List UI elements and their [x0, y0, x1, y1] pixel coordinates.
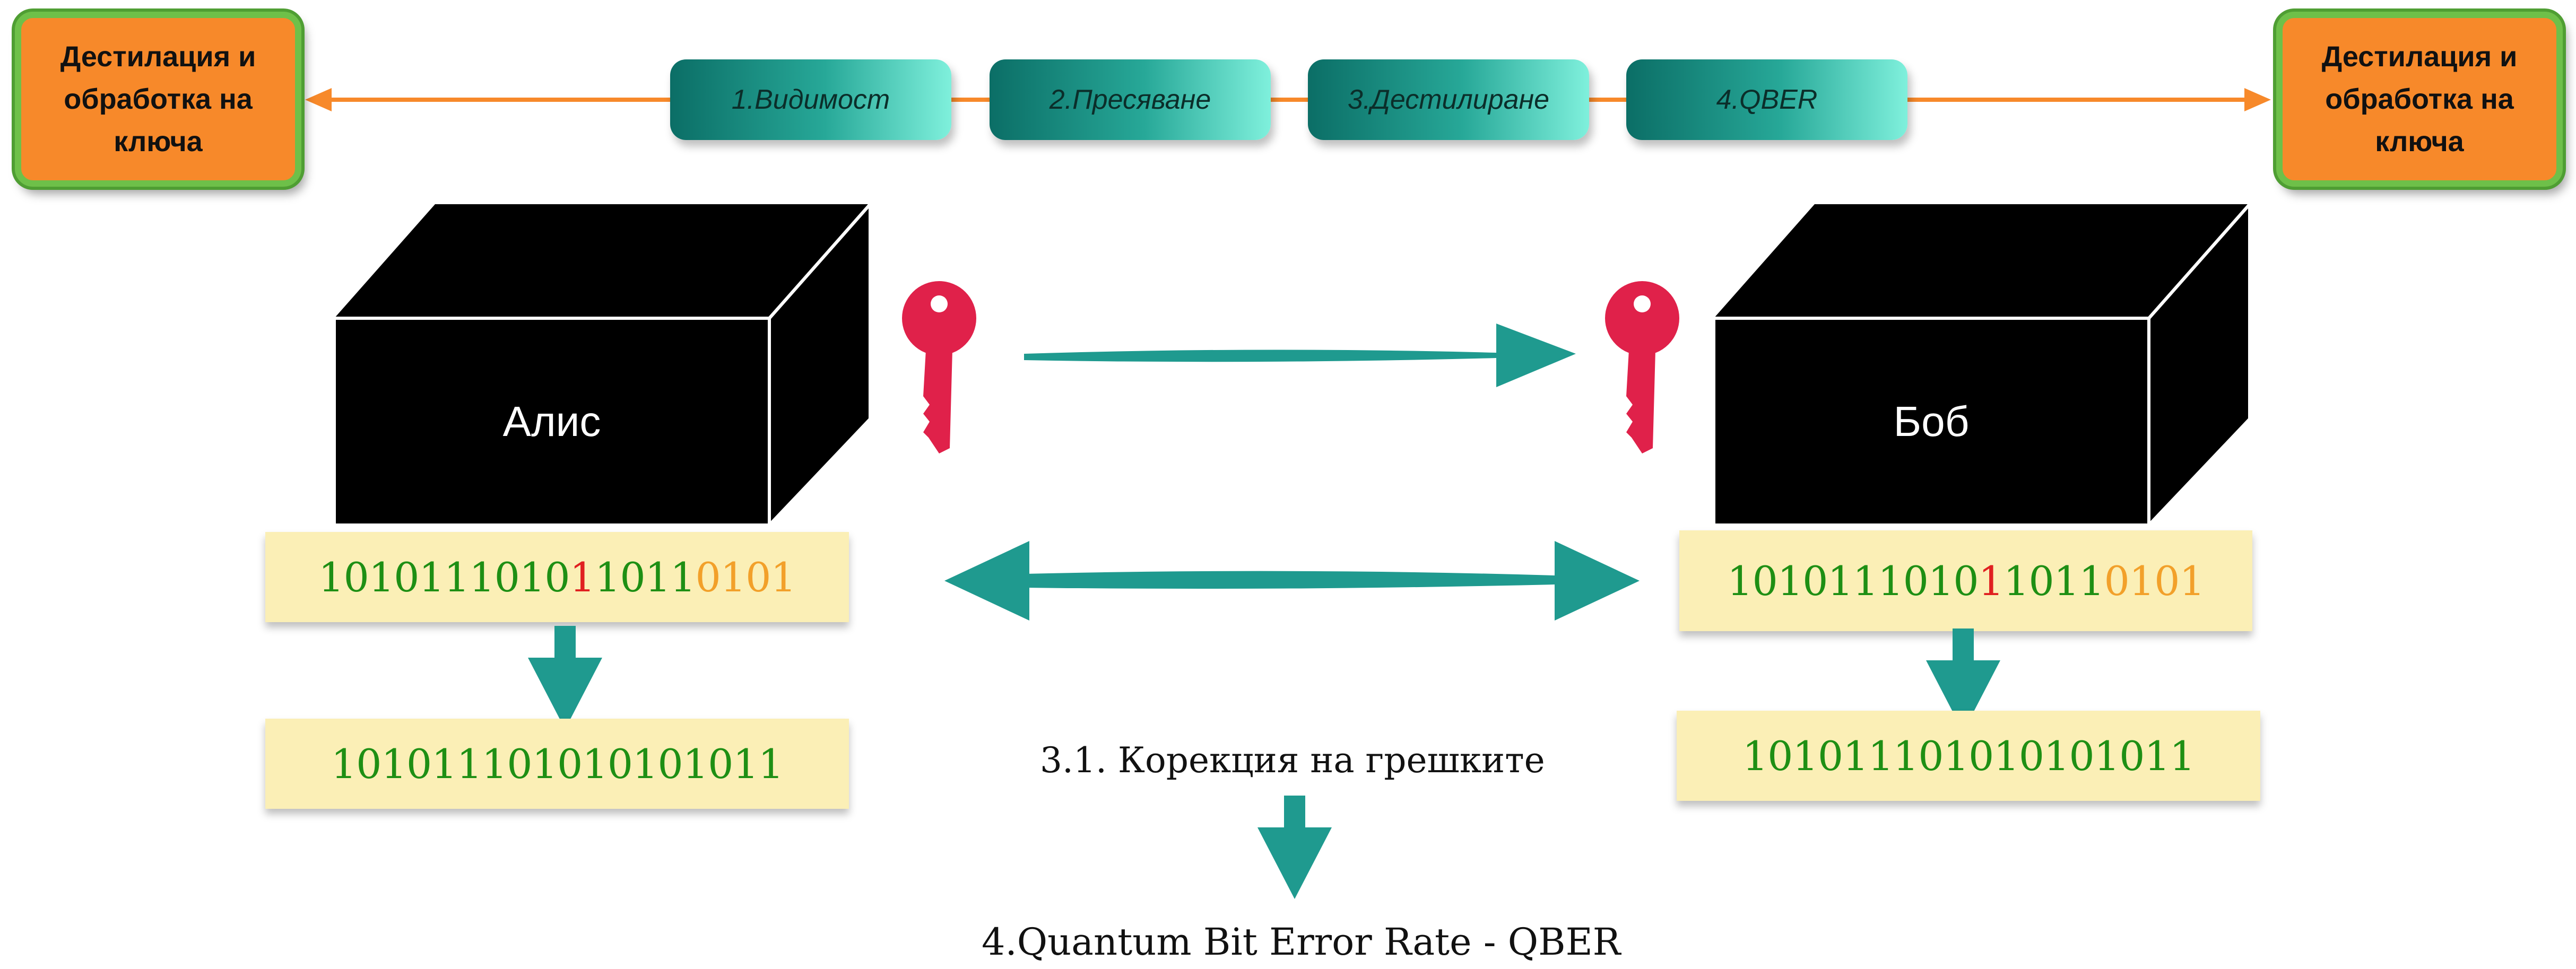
step-visibility: 1.Видимост — [670, 59, 951, 140]
arrow-down-icon — [528, 626, 602, 729]
bob-bits-green: 1010111010 — [1727, 557, 1979, 605]
error-correction-label: 3.1. Корекция на грешките — [1040, 740, 1545, 781]
bob-bits-orange: 0101 — [2104, 557, 2205, 605]
bob-bits-error: 1 — [1978, 557, 2004, 605]
double-arrow-icon — [944, 541, 1640, 621]
step-sifting-label: 2.Пресяване — [1049, 84, 1211, 115]
left-box-line-3: ключа — [114, 126, 203, 158]
arrow-down-icon — [1926, 628, 2000, 732]
step-qber: 4.QBER — [1626, 59, 1907, 140]
bob-label: Боб — [1893, 398, 1970, 445]
alice-bits-orange: 0101 — [695, 553, 796, 601]
right-box-line-3: ключа — [2375, 126, 2464, 158]
bob-box — [1712, 200, 2251, 529]
alice-box — [333, 200, 872, 529]
qber-label: 4.Quantum Bit Error Rate - QBER — [982, 920, 1621, 964]
step-distilling-label: 3.Дестилиране — [1347, 84, 1550, 115]
bob-corrected-bits: 101011101010101011 — [1677, 711, 2260, 801]
key-icon — [902, 281, 976, 453]
step-qber-label: 4.QBER — [1716, 84, 1818, 115]
step-sifting: 2.Пресяване — [990, 59, 1271, 140]
key-icon — [1605, 281, 1679, 453]
alice-label: Алис — [502, 398, 601, 445]
alice-corrected-bits: 101011101010101011 — [265, 719, 849, 809]
step-distilling: 3.Дестилиране — [1308, 59, 1589, 140]
alice-bits-error: 1 — [569, 553, 595, 601]
alice-bits-green-2: 1011 — [595, 553, 696, 601]
left-box-line-2: обработка на — [64, 83, 253, 115]
arrow-down-icon — [1257, 796, 1332, 899]
right-box-line-1: Дестилация и — [2321, 41, 2518, 73]
step-visibility-label: 1.Видимост — [731, 84, 890, 115]
left-box-line-1: Дестилация и — [60, 41, 256, 73]
key-distillation-box-left: Дестилация и обработка на ключа — [15, 12, 301, 187]
bob-bits-green-2: 1011 — [2003, 557, 2104, 605]
arrow-right-icon — [1024, 324, 1576, 387]
key-distillation-box-right: Дестилация и обработка на ключа — [2276, 12, 2563, 187]
right-box-line-2: обработка на — [2325, 83, 2514, 115]
alice-bits-green: 1010111010 — [318, 553, 570, 601]
